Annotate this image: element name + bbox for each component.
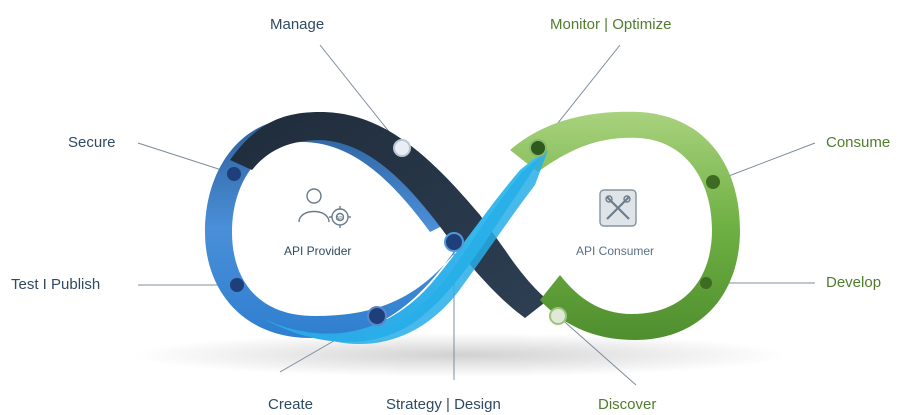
label-discover: Discover [598,396,657,413]
label-develop: Develop [826,274,882,291]
tools-icon [599,189,637,227]
node-strategy [444,232,464,252]
node-create [367,306,387,326]
node-develop [700,277,712,289]
api-badge-text: API [336,216,344,222]
node-discover [549,307,567,325]
connector-lines [137,44,816,386]
node-monitor [529,139,547,157]
manage-arc [230,112,548,318]
label-test-publish: Test I Publish [11,276,101,293]
label-strategy-design: Strategy | Design [386,396,501,413]
nodes [227,139,720,326]
node-consume [706,175,720,189]
loop-shadow [130,333,790,377]
label-secure: Secure [68,134,116,151]
label-api-provider: API Provider [284,244,352,258]
label-api-consumer: API Consumer [576,244,655,258]
label-consume: Consume [826,134,891,151]
strategy-diagonal-band-2 [300,150,548,345]
right-loop-band [510,111,740,340]
node-manage [393,139,411,157]
node-secure [227,167,241,181]
label-create: Create [268,396,314,413]
label-monitor-optimize: Monitor | Optimize [550,16,672,33]
user-gear-icon [298,188,351,228]
node-test-publish [230,278,244,292]
label-manage: Manage [270,16,325,33]
